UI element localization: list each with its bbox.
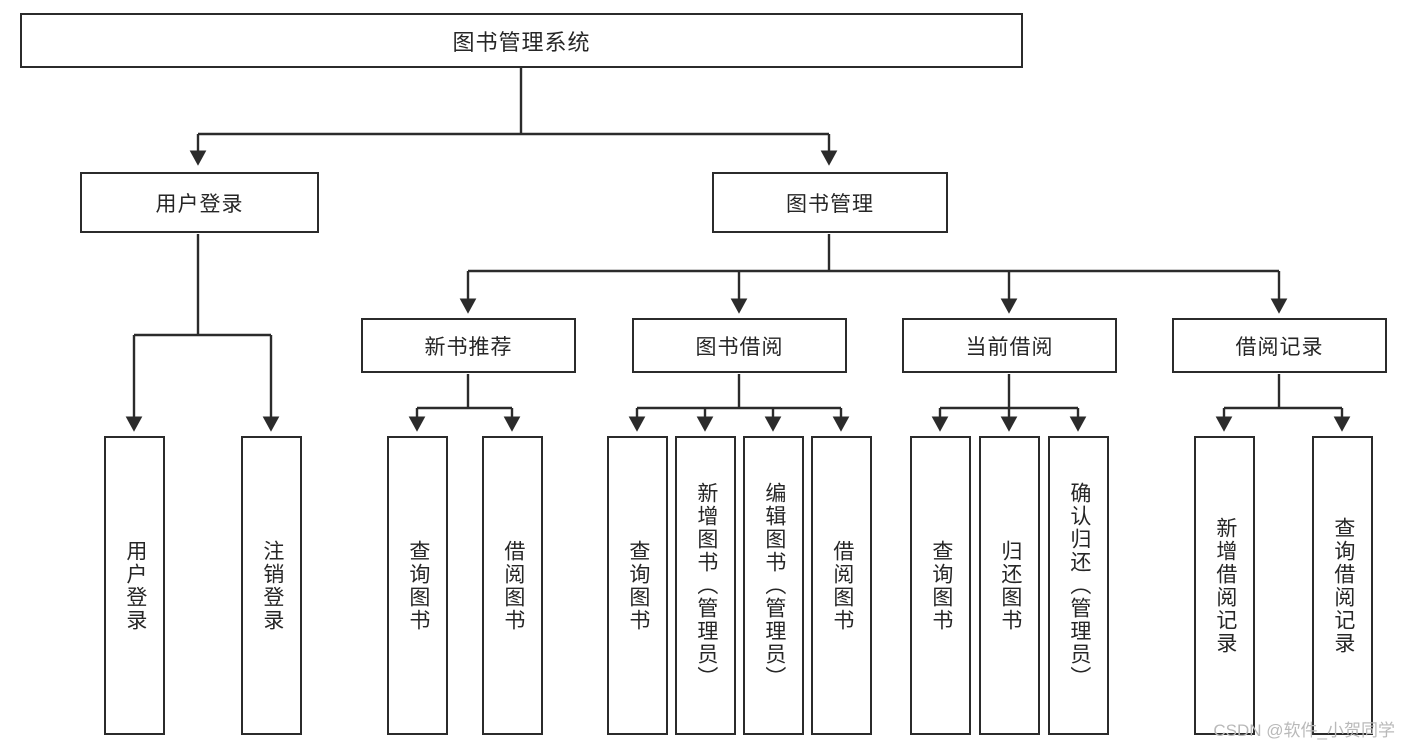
node-leaf-confirm-return[interactable]: 确认归还（管理员） — [1048, 436, 1109, 735]
node-leaf-edit-book[interactable]: 编辑图书（管理员） — [743, 436, 804, 735]
node-leaf-user-login-label: 用户登录 — [123, 539, 147, 632]
node-leaf-user-logout[interactable]: 注销登录 — [241, 436, 302, 735]
node-book-manage[interactable]: 图书管理 — [712, 172, 948, 233]
node-leaf-query-book-3[interactable]: 查询图书 — [910, 436, 971, 735]
node-borrow-record[interactable]: 借阅记录 — [1172, 318, 1387, 373]
node-user-login-label: 用户登录 — [155, 192, 244, 216]
edge-new-book-rec-to-leaves — [408, 374, 521, 432]
node-leaf-add-book-label: 新增图书（管理员） — [694, 482, 718, 689]
node-leaf-query-book-3-label: 查询图书 — [929, 539, 953, 632]
edge-user-login-to-leaves — [125, 234, 280, 432]
node-leaf-query-borrow-record-label: 查询借阅记录 — [1331, 516, 1355, 655]
edge-root-to-level1 — [189, 68, 838, 166]
node-leaf-add-borrow-record-label: 新增借阅记录 — [1213, 516, 1237, 655]
node-leaf-return-book-label: 归还图书 — [998, 539, 1022, 632]
node-book-borrow[interactable]: 图书借阅 — [632, 318, 847, 373]
node-leaf-borrow-book-2[interactable]: 借阅图书 — [811, 436, 872, 735]
edge-borrow-record-to-leaves — [1215, 374, 1351, 432]
node-leaf-add-book[interactable]: 新增图书（管理员） — [675, 436, 736, 735]
node-leaf-return-book[interactable]: 归还图书 — [979, 436, 1040, 735]
node-current-borrow[interactable]: 当前借阅 — [902, 318, 1117, 373]
node-leaf-user-login[interactable]: 用户登录 — [104, 436, 165, 735]
node-leaf-query-book-1[interactable]: 查询图书 — [387, 436, 448, 735]
edge-book-manage-to-level2 — [459, 234, 1288, 314]
node-leaf-user-logout-label: 注销登录 — [260, 539, 284, 632]
node-book-manage-label: 图书管理 — [786, 192, 874, 216]
node-user-login[interactable]: 用户登录 — [80, 172, 319, 233]
node-leaf-borrow-book-1-label: 借阅图书 — [501, 539, 525, 632]
node-leaf-edit-book-label: 编辑图书（管理员） — [762, 482, 786, 689]
node-leaf-query-book-2[interactable]: 查询图书 — [607, 436, 668, 735]
node-root-label: 图书管理系统 — [452, 29, 591, 55]
node-new-book-recommendation-label: 新书推荐 — [424, 335, 513, 359]
edge-current-borrow-to-leaves — [931, 374, 1087, 432]
node-leaf-borrow-book-1[interactable]: 借阅图书 — [482, 436, 543, 735]
edge-book-borrow-to-leaves — [628, 374, 850, 432]
node-new-book-recommendation[interactable]: 新书推荐 — [361, 318, 576, 373]
node-leaf-add-borrow-record[interactable]: 新增借阅记录 — [1194, 436, 1255, 735]
node-root-book-management-system[interactable]: 图书管理系统 — [20, 13, 1023, 68]
node-leaf-confirm-return-label: 确认归还（管理员） — [1067, 482, 1091, 689]
node-leaf-query-book-1-label: 查询图书 — [406, 539, 430, 632]
node-leaf-query-book-2-label: 查询图书 — [626, 539, 650, 632]
node-book-borrow-label: 图书借阅 — [695, 335, 784, 359]
node-current-borrow-label: 当前借阅 — [965, 335, 1054, 359]
node-leaf-borrow-book-2-label: 借阅图书 — [830, 539, 854, 632]
node-leaf-query-borrow-record[interactable]: 查询借阅记录 — [1312, 436, 1373, 735]
node-borrow-record-label: 借阅记录 — [1235, 335, 1324, 359]
